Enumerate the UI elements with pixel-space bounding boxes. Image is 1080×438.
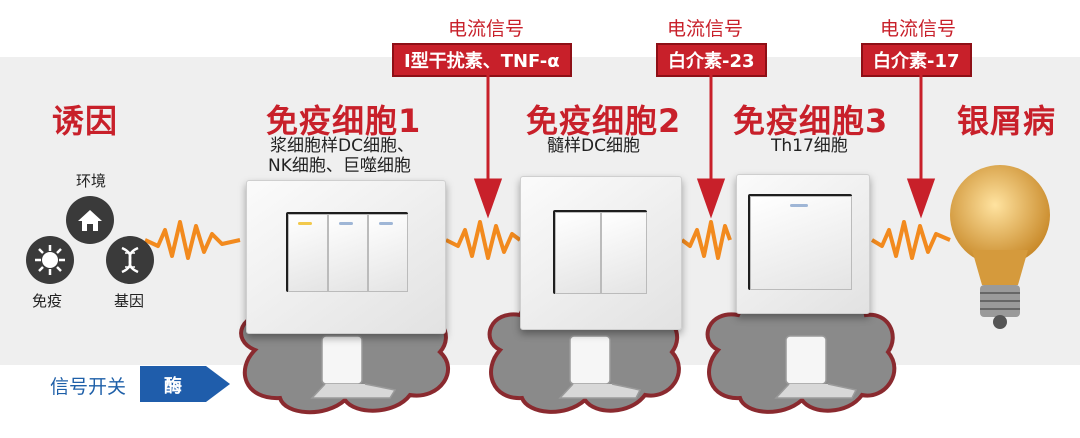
rocker-1a[interactable] xyxy=(288,214,328,292)
rocker-3[interactable] xyxy=(750,196,852,290)
factor-immune-label: 免疫 xyxy=(32,292,63,310)
switch-device-3 xyxy=(774,335,858,399)
signal-molecule-3: 白介素-17 xyxy=(861,43,972,77)
enzyme-label: 酶 xyxy=(164,376,182,397)
arrow-2 xyxy=(696,71,726,219)
result-title: 银屑病 xyxy=(957,102,1057,140)
virus-icon xyxy=(26,236,74,284)
wave-1 xyxy=(144,220,241,260)
signal-molecule-2: 白介素-23 xyxy=(656,43,767,77)
lightbulb-icon xyxy=(950,165,1050,329)
rocker-2b[interactable] xyxy=(601,212,647,294)
factor-gene-label: 基因 xyxy=(114,292,145,310)
switch-device-2 xyxy=(558,335,642,399)
cell-1-title: 免疫细胞1 xyxy=(266,102,422,140)
signal-label-1: 电流信号 xyxy=(448,18,525,40)
cell-2-title: 免疫细胞2 xyxy=(526,102,682,140)
dna-icon xyxy=(106,236,154,284)
rocker-1c[interactable] xyxy=(368,214,408,292)
arrow-3 xyxy=(906,71,936,219)
house-icon xyxy=(66,196,114,244)
enzyme-tag: 酶 xyxy=(140,366,230,402)
arrow-1 xyxy=(473,71,503,219)
signal-label-3: 电流信号 xyxy=(880,18,957,40)
cell-2-desc: 髓样DC细胞 xyxy=(547,136,640,156)
cell-1-desc-line2: NK细胞、巨噬细胞 xyxy=(268,156,411,176)
cell-1-desc-line1: 浆细胞样DC细胞、 xyxy=(270,136,414,156)
signal-molecule-1: I型干扰素、TNF-α xyxy=(392,43,572,77)
signal-label-2: 电流信号 xyxy=(667,18,744,40)
cell-3-title: 免疫细胞3 xyxy=(733,102,889,140)
trigger-title: 诱因 xyxy=(52,102,119,140)
switch-device-1 xyxy=(310,335,397,399)
indicator-1c xyxy=(379,222,393,225)
signal-switch-label: 信号开关 xyxy=(50,376,127,398)
wave-3 xyxy=(680,220,732,260)
indicator-3 xyxy=(790,204,808,207)
wave-2 xyxy=(445,220,522,260)
indicator-1b xyxy=(339,222,353,225)
factor-environment-label: 环境 xyxy=(76,172,107,190)
rocker-1b[interactable] xyxy=(328,214,368,292)
cell-3-desc: Th17细胞 xyxy=(771,136,848,156)
rocker-2a[interactable] xyxy=(555,212,601,294)
wave-4 xyxy=(870,220,951,260)
indicator-1a xyxy=(298,222,312,225)
